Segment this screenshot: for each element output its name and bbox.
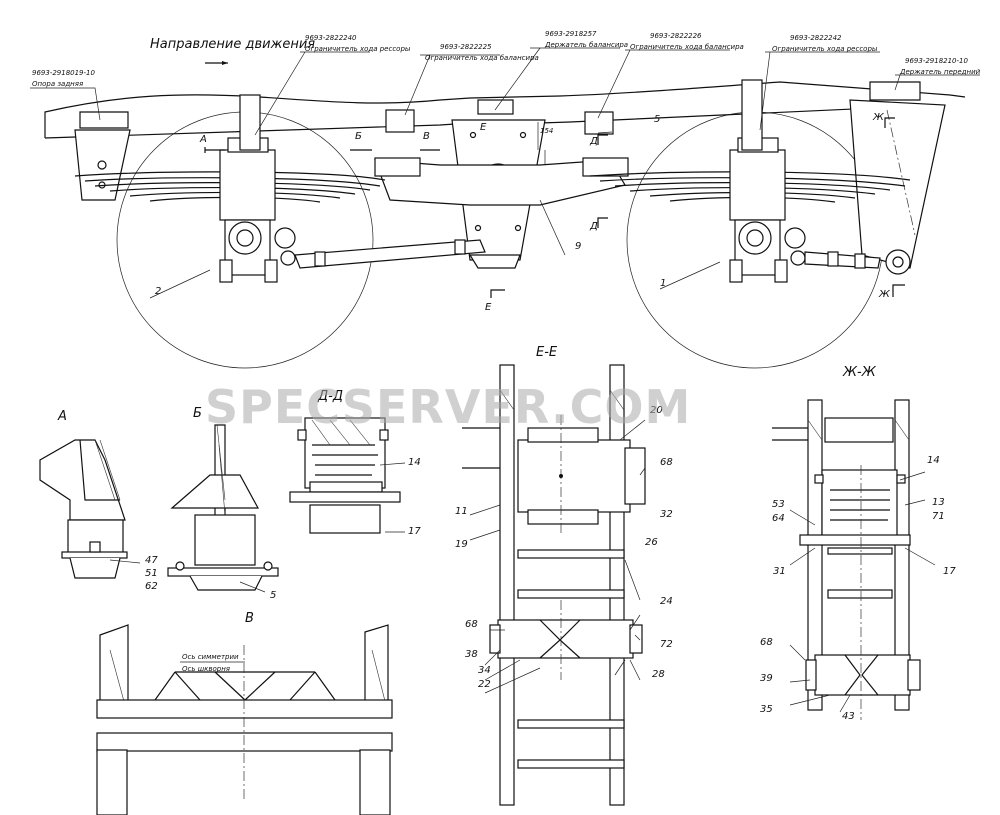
view-dd [289, 417, 406, 534]
item-number: 14 [927, 455, 940, 466]
item-number: 22 [478, 679, 491, 690]
item-number: 43 [842, 711, 855, 722]
section-mark-zh-bottom: Ж [879, 289, 890, 300]
item-number: 24 [660, 596, 673, 607]
item-number: 20 [650, 405, 663, 416]
front-axle-assembly [729, 79, 806, 283]
item-number: 53 [772, 499, 785, 510]
section-mark-a: А [200, 134, 207, 145]
axis-note-symmetry: Ось симметрии [182, 653, 239, 661]
callout-desc: Опора задняя [32, 80, 84, 88]
item-number: 9 [575, 241, 582, 252]
view-title-ee: Е-Е [536, 345, 558, 360]
section-mark-d-bottom: Д [590, 221, 598, 232]
item-number: 68 [465, 619, 478, 630]
item-number: 19 [455, 539, 468, 550]
callout-code: 9693-2822226 [650, 32, 702, 40]
callout-desc: Ограничитель хода рессоры [772, 45, 878, 53]
item-number: 72 [660, 639, 673, 650]
callout-code: 9693-2918257 [545, 30, 597, 38]
item-number: 71 [932, 511, 945, 522]
axis-note-kingpin: Ось шкворня [182, 665, 230, 673]
item-number: 68 [660, 457, 673, 468]
section-mark-e-bottom: Е [485, 302, 492, 313]
view-title-a: А [58, 409, 67, 424]
section-mark-zh-top: Ж [873, 112, 884, 123]
callout-desc: Держатель балансира [545, 41, 629, 49]
front-holder-bracket [849, 99, 946, 269]
item-number: 5 [270, 590, 277, 601]
view-title-dd: Д-Д [318, 389, 344, 404]
callout-code: 9693-2918210-10 [905, 57, 968, 65]
item-number: 26 [645, 537, 658, 548]
item-number: 39 [760, 673, 773, 684]
item-number: 1 [660, 278, 667, 289]
callout-code: 9693-2822242 [790, 34, 842, 42]
item-number: 13 [932, 497, 945, 508]
main-elevation-view [30, 47, 980, 369]
section-mark-v: В [423, 131, 430, 142]
rear-support-bracket [74, 129, 131, 201]
dimension-label: 154 [540, 127, 554, 135]
item-number: 14 [408, 457, 421, 468]
callout-code: 9693-2822225 [440, 43, 492, 51]
item-number: 51 [145, 568, 158, 579]
item-number: 47 [145, 555, 158, 566]
callout-desc: Ограничитель хода балансира [425, 54, 539, 62]
item-number: 32 [660, 509, 673, 520]
callout-desc: Ограничитель хода рессоры [305, 45, 411, 53]
balancer-limiter-front [584, 111, 614, 135]
section-mark-d-top: Д [590, 136, 598, 147]
item-number: 17 [943, 566, 956, 577]
section-mark-b: Б [355, 131, 362, 142]
direction-label: Направление движения [150, 37, 316, 52]
item-number: 5 [654, 114, 661, 125]
rear-axle-assembly [219, 94, 296, 283]
callout-desc: Держатель передний [900, 68, 981, 76]
item-number: 2 [155, 286, 162, 297]
item-number: 38 [465, 649, 478, 660]
view-zhzh [772, 399, 936, 720]
callout-code: 9693-2918019-10 [32, 69, 95, 77]
watermark: SPECSERVER.COM [205, 380, 692, 434]
item-number: 35 [760, 704, 773, 715]
item-number: 11 [455, 506, 468, 517]
item-number: 64 [772, 513, 785, 524]
item-number: 68 [760, 637, 773, 648]
item-number: 28 [652, 669, 665, 680]
balancer-limiter-rear [385, 109, 415, 133]
view-b [167, 424, 279, 593]
item-number: 62 [145, 581, 158, 592]
item-number: 17 [408, 526, 421, 537]
rear-reaction-rod [294, 239, 486, 269]
view-title-b: Б [193, 406, 202, 421]
view-a [39, 439, 141, 579]
section-mark-e-top: Е [480, 122, 487, 133]
view-title-v: В [245, 611, 254, 626]
view-v [96, 624, 393, 815]
view-ee [462, 364, 646, 806]
item-number: 34 [478, 665, 491, 676]
frame-top-line [44, 81, 966, 138]
callout-code: 9693-2822240 [305, 34, 357, 42]
item-number: 31 [773, 566, 786, 577]
callout-desc: Ограничитель хода балансира [630, 43, 744, 51]
view-title-zhzh: Ж-Ж [843, 365, 876, 380]
